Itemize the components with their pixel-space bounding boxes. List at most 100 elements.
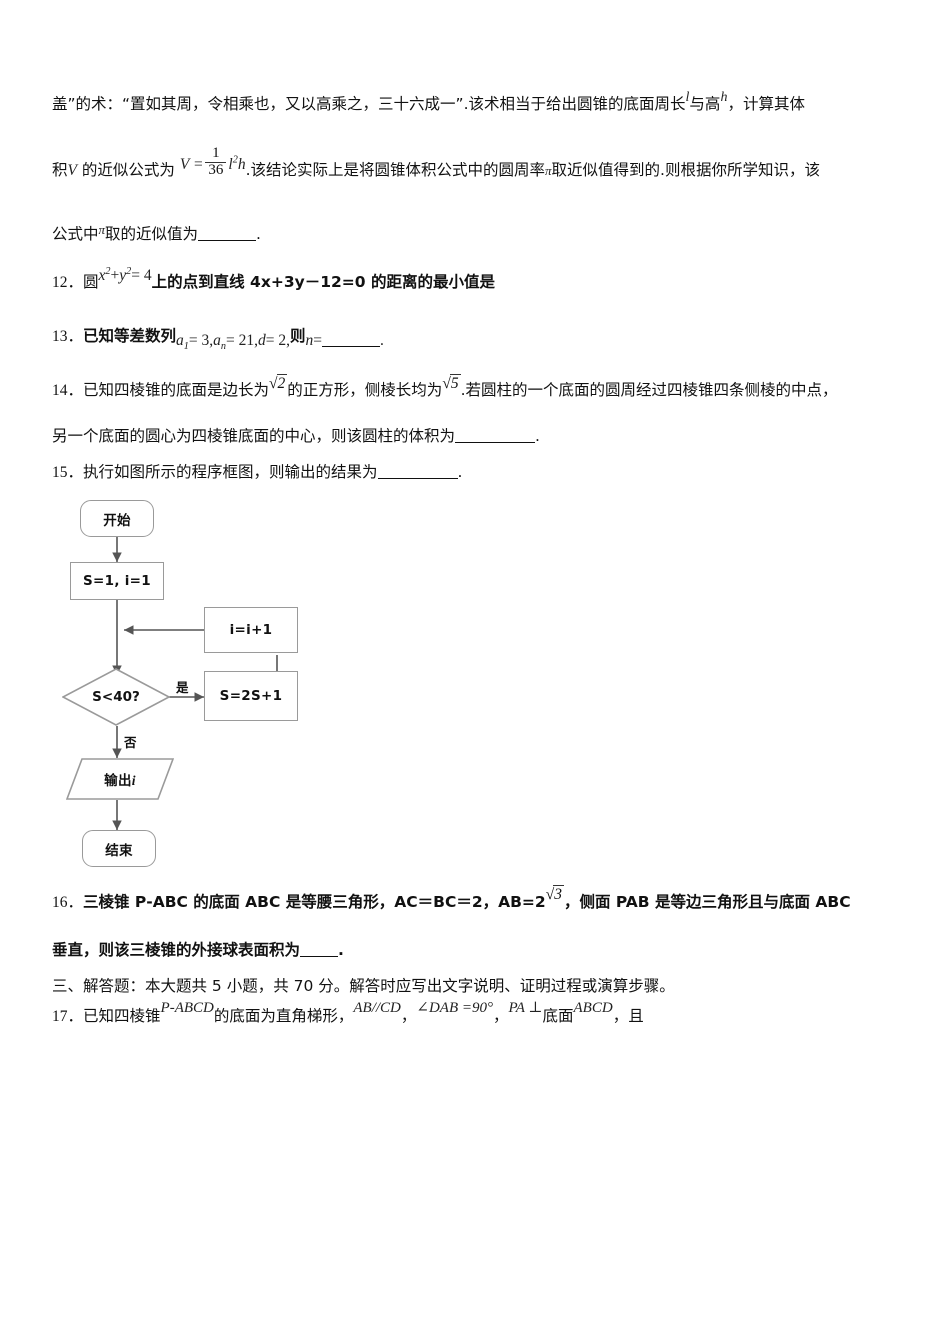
q16-text-a: 三棱锥 P‐ABC 的底面 ABC 是等腰三角形，AC＝BC＝2，AB=2 (83, 893, 546, 911)
q11-line3-b: 取的近似值为 (105, 225, 199, 243)
flowchart-assign-node: S=2S+1 (204, 671, 298, 721)
question-15: 15．执行如图所示的程序框图，则输出的结果为. (52, 460, 908, 490)
flowchart-start-label: 开始 (103, 512, 131, 529)
q12-x: x (98, 267, 106, 284)
q14-sqrt-5-radicand: 5 (449, 374, 461, 392)
q13-text-b: 则 (290, 327, 306, 345)
q13-a1: a (176, 332, 184, 349)
question-17: 17．已知四棱锥P‐ABCD的底面为直角梯形，AB//CD，∠DAB =90°，… (52, 1000, 908, 1044)
q16-number: 16． (52, 894, 84, 911)
q14-text-b: 的正方形，侧棱长均为 (287, 381, 443, 399)
q11-line2-b: 的近似公式为 (81, 160, 175, 179)
q12-plus: + (110, 267, 120, 284)
q12-text-b: 上的点到直线 4x+3y－12=0 的距离的最小值是 (151, 273, 495, 291)
q13-a1-value: = 3, (188, 332, 214, 349)
q17-text-end: ，且 (612, 1007, 644, 1025)
q13-sequence-conditions: a1= 3,an= 21,d= 2, (176, 328, 290, 353)
q13-a1-sub: 1 (183, 341, 189, 353)
q14-answer-blank (455, 442, 536, 443)
flowchart-output-text: 输出 (104, 773, 132, 789)
q14-text-a: 已知四棱锥的底面是边长为 (83, 381, 270, 399)
q12-text-a: 圆 (83, 273, 99, 291)
q11-line2-d: 取近似值得到的.则根据你所学知识，该 (551, 160, 820, 179)
question-16-line-1: 16．三棱锥 P‐ABC 的底面 ABC 是等腰三角形，AC＝BC＝2，AB=2… (52, 885, 908, 928)
q14-line2-end: . (535, 427, 540, 445)
formula-numerator: 1 (212, 145, 220, 161)
q12-eq: = 4 (131, 267, 152, 284)
flowchart-output-variable: i (131, 773, 136, 788)
q11-var-l: l (685, 90, 690, 105)
q11-text-c: ，计算其体 (727, 95, 805, 113)
q13-answer-expression: n=. (306, 328, 384, 353)
flowchart-increment-label: i=i+1 (229, 622, 273, 638)
q11-line2-c: .该结论实际上是将圆锥体积公式中的圆周率 (245, 160, 546, 179)
q11-pi-1: π (545, 162, 552, 178)
q17-text-b: 的底面为直角梯形， (213, 1007, 354, 1025)
page-content: 盖”的术：“置如其周，令相乘也，又以高乘之，三十六成一”.该术相当于给出圆锥的底… (52, 90, 908, 1044)
flowchart-increment-node: i=i+1 (204, 607, 298, 653)
q11-var-h: h (720, 90, 728, 105)
q17-number: 17． (52, 1008, 84, 1025)
q13-d: d (258, 332, 266, 349)
q12-circle-equation: x2+y2= 4 (99, 263, 152, 288)
section-3-heading-text: 三、解答题：本大题共 5 小题，共 70 分。解答时应写出文字说明、证明过程或演… (52, 977, 675, 995)
q13-period: . (380, 332, 384, 349)
flowchart-init-node: S=1, i=1 (70, 562, 164, 600)
q12-x-exp: 2 (105, 265, 111, 277)
q12-number: 12． (52, 274, 84, 291)
q17-condition-pa-perp: PA ⊥ (508, 1000, 543, 1016)
q11-line3-end: . (256, 225, 261, 243)
q16-line2-a: 垂直，则该三棱锥的外接球表面积为 (52, 941, 301, 959)
q17-pyramid-label: P‐ABCD (160, 1000, 214, 1016)
flowchart-end-label: 结束 (105, 842, 133, 859)
q16-answer-blank (300, 956, 339, 957)
flowchart-container: 开始 S=1, i=1 i=i+1 S<40? (52, 490, 908, 890)
flowchart-output-node: 输出i (66, 758, 174, 800)
q14-line2-a: 另一个底面的圆心为四棱锥底面的中心，则该圆柱的体积为 (52, 427, 456, 445)
q17-condition-ab-parallel-cd: AB//CD (353, 1000, 401, 1016)
flowchart-output-label: 输出i (104, 769, 136, 789)
q17-comma-2: ， (493, 1007, 509, 1025)
q13-an: a (213, 332, 221, 349)
q11-line3-a: 公式中 (52, 225, 99, 243)
flowchart-decision-node: S<40? (62, 668, 170, 726)
q16-line2-end: . (338, 941, 344, 959)
q11-answer-blank (198, 240, 257, 241)
flowchart-init-label: S=1, i=1 (83, 573, 151, 589)
program-flowchart: 开始 S=1, i=1 i=i+1 S<40? (52, 490, 372, 885)
q13-an-value: = 21, (226, 332, 258, 349)
formula-h: h (237, 155, 246, 173)
q15-text-a: 执行如图所示的程序框图，则输出的结果为 (83, 463, 378, 481)
flowchart-start-node: 开始 (80, 500, 154, 537)
decision-shape (62, 668, 170, 726)
q13-text-a: 已知等差数列 (83, 327, 177, 345)
q13-d-value: = 2, (265, 332, 290, 349)
q11-var-V: V (67, 161, 77, 179)
q17-comma-1: ， (400, 1007, 417, 1025)
output-shape (66, 758, 174, 800)
q13-an-sub: n (220, 341, 226, 353)
q13-equals: = (313, 332, 323, 349)
q13-n: n (305, 332, 314, 349)
flowchart-end-node: 结束 (82, 830, 156, 867)
q15-text-end: . (457, 463, 463, 481)
q12-y-exp: 2 (126, 265, 132, 277)
flowchart-assign-label: S=2S+1 (219, 688, 283, 704)
q17-text-bottom-face: 底面 (542, 1007, 574, 1025)
question-13: 13．已知等差数列a1= 3,an= 21,d= 2,则n=. (52, 324, 908, 360)
q17-text-a: 已知四棱锥 (83, 1007, 161, 1025)
q14-sqrt-2: √2 (269, 374, 288, 392)
flowchart-no-label: 否 (124, 735, 137, 750)
q11-pi-2: π (98, 222, 106, 237)
q15-answer-blank (377, 478, 458, 479)
flowchart-decision-label: S<40? (92, 689, 140, 705)
question-12: 12．圆x2+y2= 4上的点到直线 4x+3y－12=0 的距离的最小值是 (52, 266, 908, 306)
q16-text-b: ，侧面 PAB 是等边三角形且与底面 ABC (563, 893, 851, 911)
q13-number: 13． (52, 328, 84, 345)
q11-line2-a: 积 (52, 160, 68, 179)
